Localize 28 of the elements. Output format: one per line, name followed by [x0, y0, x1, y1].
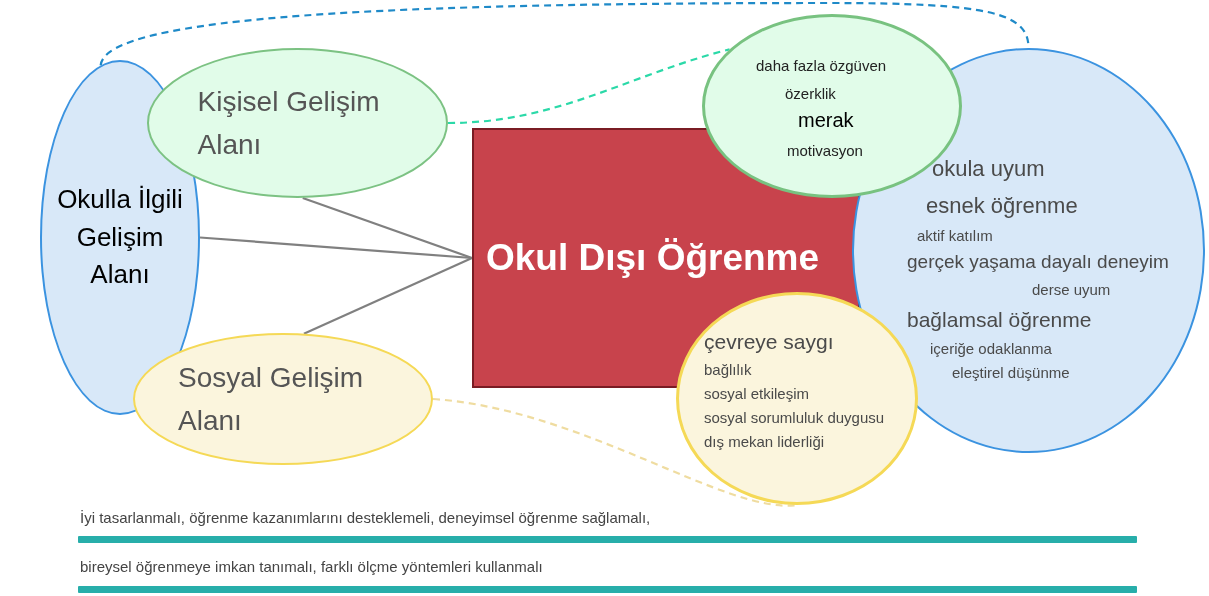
node-title: Sosyal Gelişim Alanı [178, 360, 365, 438]
node-text: gerçek yaşama dayalı deneyim [907, 252, 1169, 271]
connector-line [302, 196, 473, 260]
node-text: bağlılık [704, 362, 752, 377]
node-text: okula uyum [932, 158, 1045, 180]
node-text: içeriğe odaklanma [930, 341, 1052, 356]
note-text: İyi tasarlanmalı, öğrenme kazanımlarını desteklemeli, deneyimsel öğrenme sağlamalı, [80, 508, 651, 528]
node-text: daha fazla özgüven [756, 58, 887, 73]
node-text: motivasyon [787, 143, 863, 158]
node-text: özerklik [785, 86, 836, 101]
dashed-connector [99, 1, 1030, 66]
node-text: çevreye saygı [704, 331, 834, 352]
node-text: aktif katılım [917, 228, 993, 243]
node-text: bağlamsal öğrenme [907, 309, 1092, 330]
dashed-connector [432, 397, 797, 507]
node-text: esnek öğrenme [926, 195, 1078, 217]
node-title: Okul Dışı Öğrenme [485, 236, 820, 281]
note-text: bireysel öğrenmeye imkan tanımalı, farklı ölçme yöntemleri kullanmalı [80, 557, 543, 577]
node-title: Okulla İlgili Gelişim Alanı [56, 182, 184, 292]
node-text: merak [798, 110, 854, 130]
node-text: derse uyum [1032, 282, 1111, 297]
node-title: Kişisel Gelişim Alanı [197, 84, 381, 162]
node-text: dış mekan liderliği [704, 434, 825, 449]
node-text: sosyal sorumluluk duygusu [704, 410, 885, 425]
node-text: sosyal etkileşim [704, 386, 810, 401]
node-text: eleştirel düşünme [952, 365, 1070, 380]
connector-line [303, 257, 473, 335]
dashed-connector [447, 48, 730, 125]
